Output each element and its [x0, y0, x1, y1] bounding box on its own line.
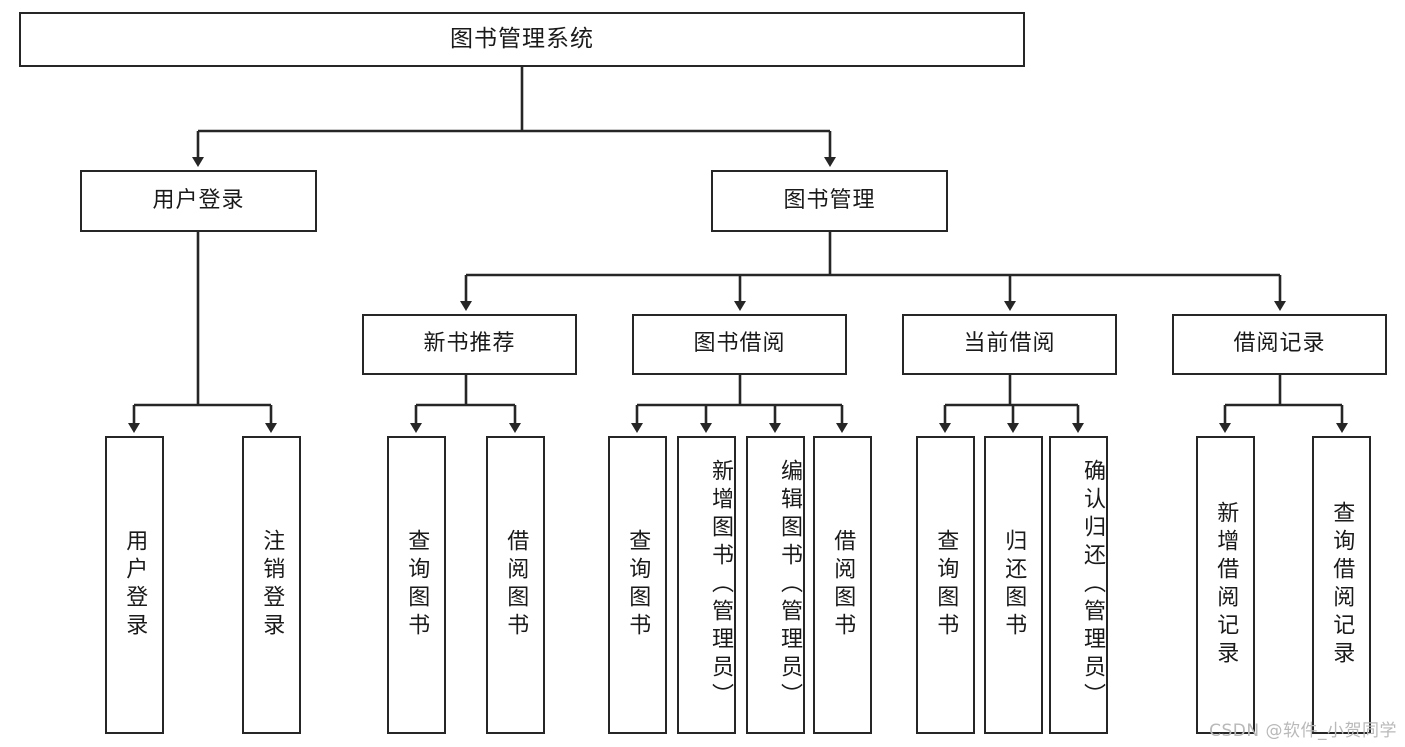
leaf-user-login-signin[interactable]: 用户登录 [105, 436, 164, 734]
node-current-borrow[interactable]: 当前借阅 [902, 314, 1117, 375]
leaf-borrow-record-add[interactable]: 新增借阅记录 [1196, 436, 1255, 734]
leaf-new-book-borrow[interactable]: 借阅图书 [486, 436, 545, 734]
leaf-borrow-record-query[interactable]: 查询借阅记录 [1312, 436, 1371, 734]
leaf-book-borrow-edit[interactable]: 编辑图书（管理员） [746, 436, 805, 734]
leaf-book-borrow-lend[interactable]: 借阅图书 [813, 436, 872, 734]
node-book-management[interactable]: 图书管理 [711, 170, 948, 232]
node-root[interactable]: 图书管理系统 [19, 12, 1025, 67]
leaf-user-login-signout[interactable]: 注销登录 [242, 436, 301, 734]
leaf-current-borrow-return[interactable]: 归还图书 [984, 436, 1043, 734]
node-new-book-recommend[interactable]: 新书推荐 [362, 314, 577, 375]
leaf-current-borrow-query[interactable]: 查询图书 [916, 436, 975, 734]
leaf-book-borrow-add[interactable]: 新增图书（管理员） [677, 436, 736, 734]
leaf-book-borrow-query[interactable]: 查询图书 [608, 436, 667, 734]
node-borrow-record[interactable]: 借阅记录 [1172, 314, 1387, 375]
node-user-login[interactable]: 用户登录 [80, 170, 317, 232]
node-book-borrow[interactable]: 图书借阅 [632, 314, 847, 375]
watermark-text: CSDN @软件_小贺同学 [1209, 721, 1397, 741]
leaf-current-borrow-confirm-return[interactable]: 确认归还（管理员） [1049, 436, 1108, 734]
leaf-new-book-query[interactable]: 查询图书 [387, 436, 446, 734]
